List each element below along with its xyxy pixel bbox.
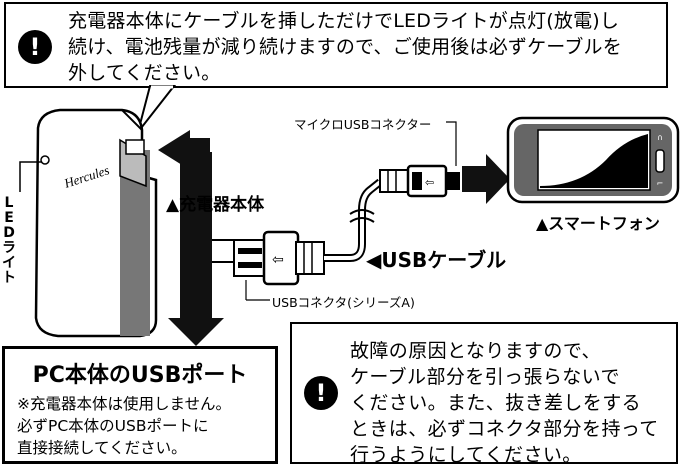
pc-note-line-1: ※充電器本体は使用しません。 bbox=[17, 395, 232, 413]
micro-usb-connector: ⇦ bbox=[379, 164, 460, 198]
pc-note-line-2: 必ずPC本体のUSBポートに bbox=[17, 417, 209, 435]
svg-text:⇦: ⇦ bbox=[272, 252, 284, 268]
usb-connector-a-label: USBコネクタ(シリーズA) bbox=[272, 295, 415, 310]
pc-usb-port-title: PC本体のUSBポート bbox=[32, 363, 248, 388]
bottom-warning-line-3: ください。また、抜き差しをする bbox=[350, 392, 642, 414]
bottom-warning-line-4: ときは、必ずコネクタ部分を持って bbox=[350, 418, 659, 440]
callout-pointer bbox=[137, 85, 177, 133]
down-arrow bbox=[158, 130, 224, 346]
led-indicator bbox=[40, 155, 50, 165]
exclamation-icon: ! bbox=[304, 376, 338, 410]
usb-a-connector: ⇦ bbox=[233, 230, 325, 286]
bottom-warning-text: 故障の原因となりますので、 ケーブル部分を引っ張らないで ください。また、抜き差… bbox=[350, 338, 659, 468]
smartphone: ∩ ⌐ bbox=[506, 116, 680, 204]
usb-cable-label: ◀USBケーブル bbox=[366, 248, 507, 272]
bottom-warning-line-2: ケーブル部分を引っ張らないで bbox=[350, 366, 620, 388]
smartphone-label: ▲スマートフォン bbox=[536, 214, 660, 233]
pc-note-line-3: 直接接続してください。 bbox=[17, 439, 187, 457]
pc-usb-port-box: PC本体のUSBポート ※充電器本体は使用しません。 必ずPC本体のUSBポート… bbox=[2, 346, 278, 464]
svg-text:⌐: ⌐ bbox=[657, 179, 664, 188]
micro-usb-connector-label: マイクロUSBコネクター bbox=[294, 117, 432, 132]
right-arrow bbox=[462, 154, 510, 204]
bottom-warning-box: ! 故障の原因となりますので、 ケーブル部分を引っ張らないで ください。また、抜… bbox=[290, 322, 678, 466]
charger-body-label: ▲充電器本体 bbox=[166, 195, 265, 215]
led-pointer bbox=[19, 161, 42, 192]
pc-usb-port-note: ※充電器本体は使用しません。 必ずPC本体のUSBポートに 直接接続してください… bbox=[17, 393, 231, 459]
charger-body: Hercules bbox=[34, 108, 158, 338]
svg-text:⇦: ⇦ bbox=[425, 176, 434, 189]
svg-text:∩: ∩ bbox=[657, 133, 663, 142]
top-warning-line-1: 充電器本体にケーブルを挿しただけでLEDライトが点灯(放電)し bbox=[68, 10, 620, 32]
top-warning-callout: ! 充電器本体にケーブルを挿しただけでLEDライトが点灯(放電)し 続け、電池残… bbox=[4, 2, 668, 88]
exclamation-icon: ! bbox=[18, 30, 52, 64]
bottom-warning-line-5: 行うようにしてください。 bbox=[350, 444, 582, 466]
top-warning-text: 充電器本体にケーブルを挿しただけでLEDライトが点灯(放電)し 続け、電池残量が… bbox=[68, 8, 622, 86]
top-warning-line-2: 続け、電池残量が減り続けますので、ご使用後は必ずケーブルを bbox=[68, 36, 622, 58]
bottom-warning-line-1: 故障の原因となりますので、 bbox=[350, 340, 601, 362]
top-warning-line-3: 外してください。 bbox=[68, 62, 221, 84]
